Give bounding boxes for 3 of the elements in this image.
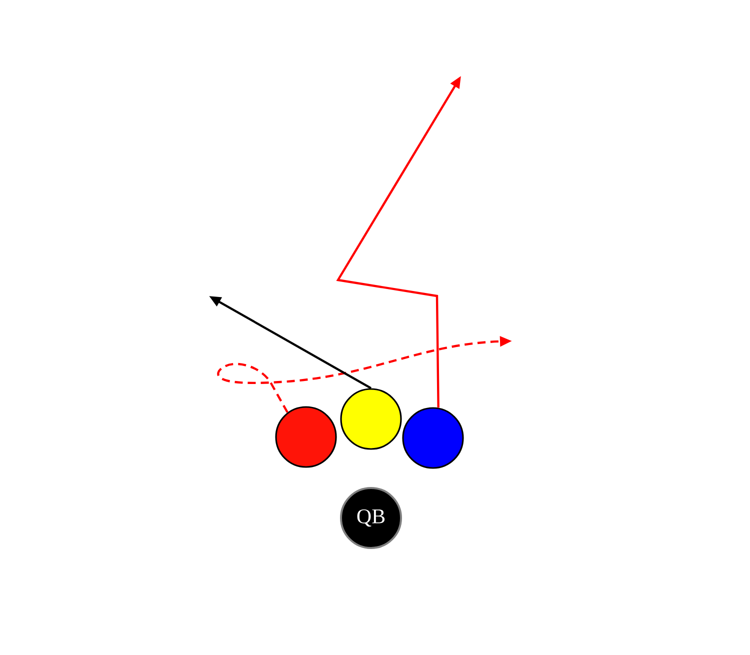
player-circle [275, 406, 337, 468]
player-circle [340, 388, 402, 450]
player-circle [402, 407, 464, 469]
